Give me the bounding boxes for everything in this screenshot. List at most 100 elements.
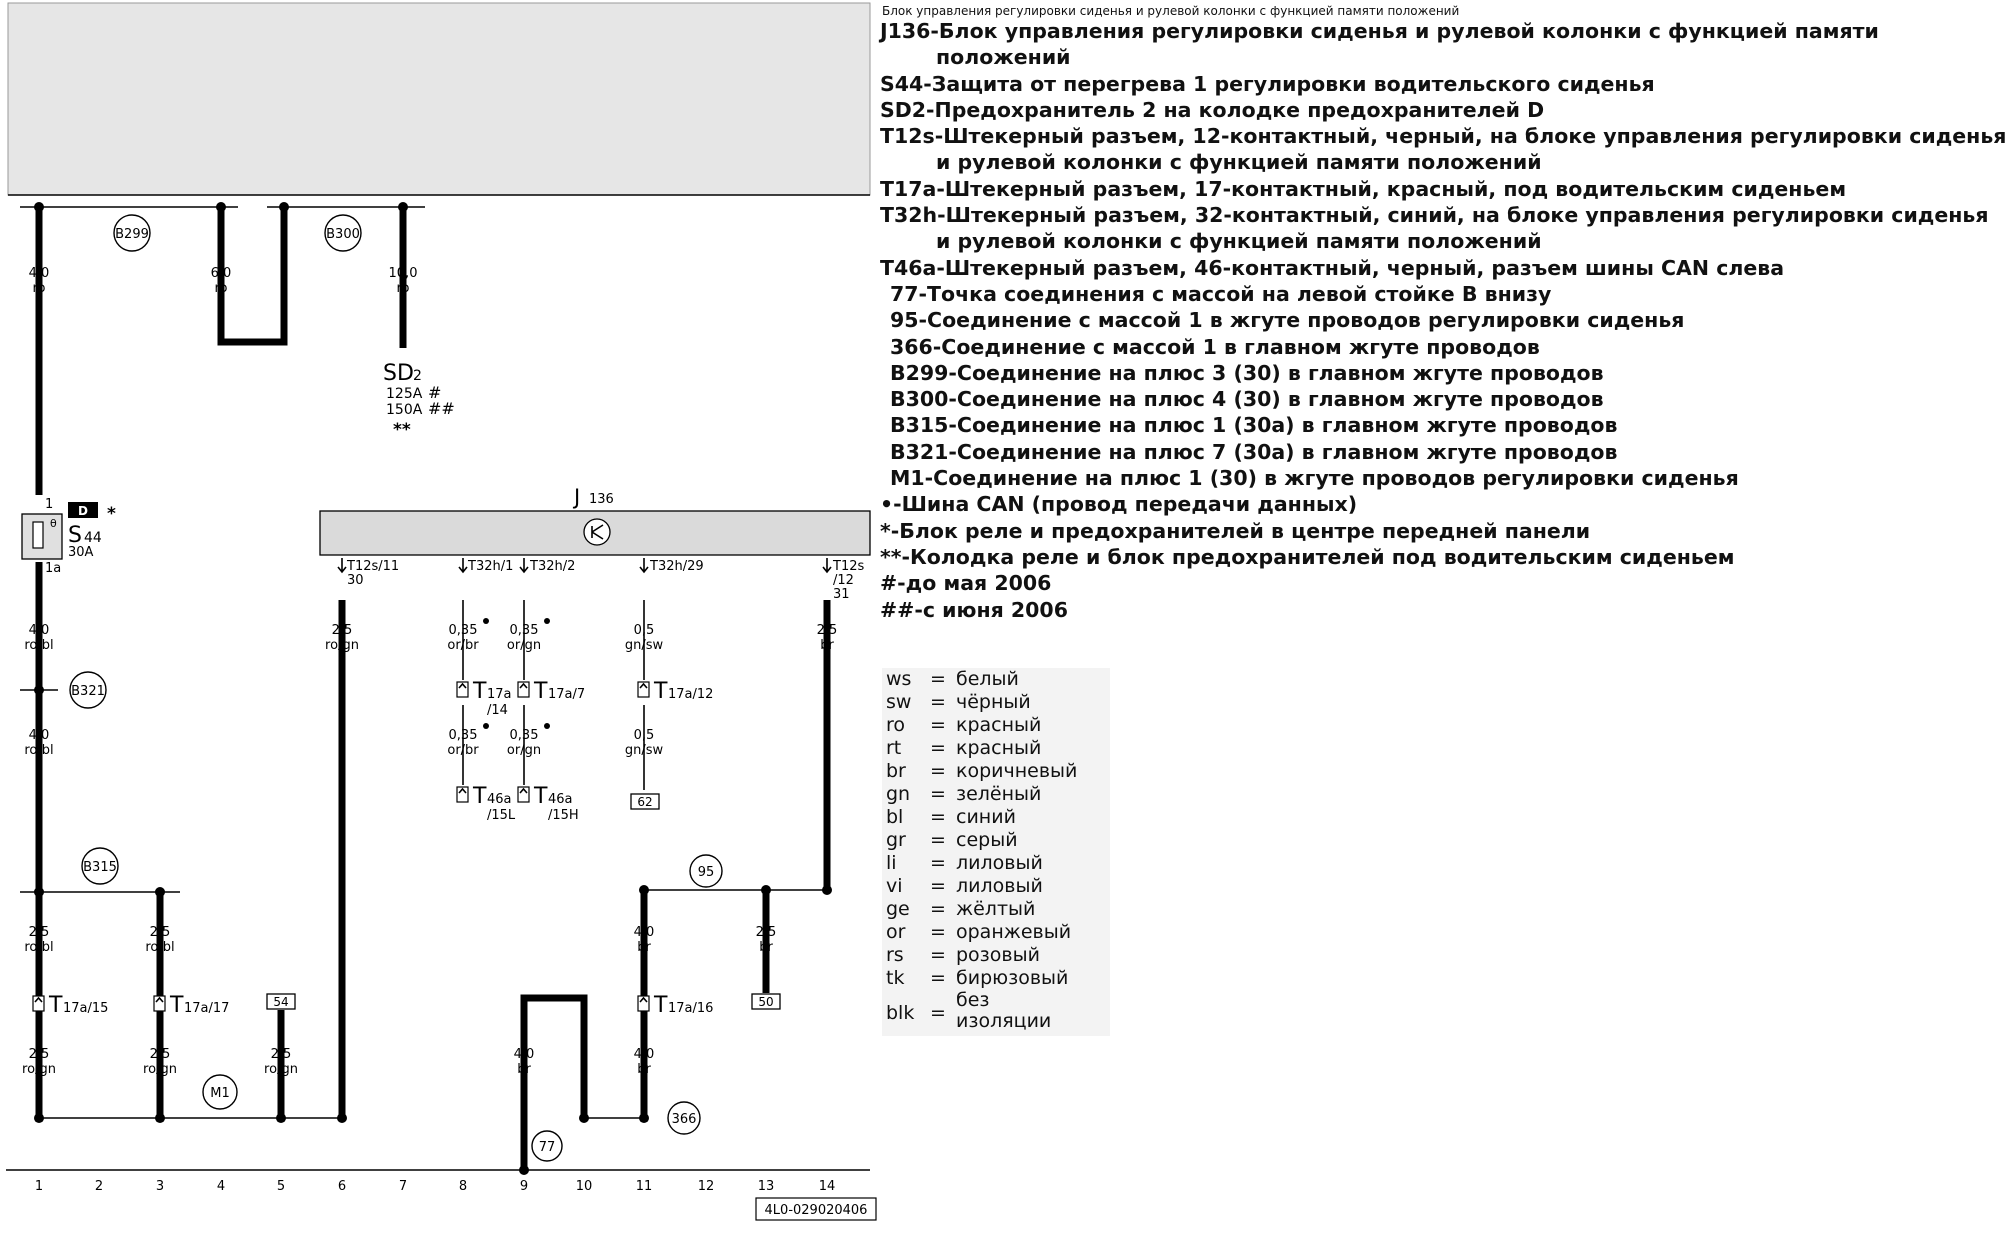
column-number: 2 — [95, 1179, 103, 1194]
wire-label-size: 4,0 — [514, 1047, 535, 1062]
legend-item-text: и рулевой колонки с функцией памяти поло… — [936, 150, 1542, 175]
color-name: зелёный — [956, 783, 1042, 805]
color-name: оранжевый — [956, 921, 1072, 943]
color-name: красный — [956, 714, 1042, 736]
color-name-line-2: изоляции — [956, 1010, 1052, 1032]
pin-t12s-12: T12s — [832, 559, 864, 574]
connector-t17a-14: T — [472, 679, 487, 704]
legend-item: SD2-Предохранитель 2 на колодке предохра… — [880, 97, 1920, 123]
pin-t12s-11-term: 30 — [347, 573, 364, 588]
junction-95-label: 95 — [698, 865, 715, 880]
connector-t17a-7: T — [533, 679, 548, 704]
wire-label-size: 2,5 — [756, 925, 777, 940]
ref-box-54 — [266, 993, 296, 1010]
wire-label-size: 4,0 — [29, 623, 50, 638]
connector-t46a-15l: T — [472, 784, 487, 809]
color-code: rs — [886, 944, 904, 966]
legend-item-text: B300-Соединение на плюс 4 (30) в главном… — [890, 387, 1604, 412]
wire-label-color: or/gn — [507, 743, 541, 758]
connector-t17a-16-sub: 17a/16 — [668, 1001, 713, 1016]
color-eq: = — [930, 944, 946, 966]
legend-item-text: B315-Соединение на плюс 1 (30a) в главно… — [890, 413, 1618, 438]
color-name: лиловый — [956, 852, 1043, 874]
wire-label-size: 0,5 — [634, 728, 655, 743]
color-code: ge — [886, 898, 910, 920]
legend-item: T17a-Штекерный разъем, 17-контактный, кр… — [880, 176, 1920, 202]
pin-t12s-12-num: /12 — [833, 573, 854, 588]
color-code: rt — [886, 737, 902, 759]
legend-item: B315-Соединение на плюс 1 (30a) в главно… — [880, 412, 1920, 438]
column-number: 12 — [698, 1179, 715, 1194]
wire-label-color: br — [517, 1062, 531, 1077]
junction-b300-label: B300 — [326, 227, 360, 242]
legend-item-text: S44-Защита от перегрева 1 регулировки во… — [880, 71, 1655, 96]
s44-theta: θ — [50, 517, 57, 530]
diagram-subtitle: Блок управления регулировки сиденья и ру… — [882, 4, 1460, 18]
j136-name: J — [572, 485, 580, 509]
legend-item-text: 77-Точка соединения с массой на левой ст… — [890, 281, 1552, 306]
wire-label-color: ro — [396, 281, 409, 296]
color-eq: = — [930, 691, 946, 713]
column-number: 7 — [399, 1179, 407, 1194]
color-name: коричневый — [956, 760, 1078, 782]
pin-t12s-12-term: 31 — [833, 587, 850, 602]
connector-t17a-16: T — [653, 993, 668, 1018]
pin-t32h-2: T32h/2 — [529, 559, 575, 574]
color-eq: = — [930, 829, 946, 851]
junction-b299 — [113, 214, 151, 252]
wire-label-color: ro/bl — [24, 940, 53, 955]
wire-label-size: 4,0 — [634, 1047, 655, 1062]
legend-item: J136-Блок управления регулировки сиденья… — [880, 18, 1920, 44]
legend-item: B300-Соединение на плюс 4 (30) в главном… — [880, 386, 1920, 412]
legend-item-text: ##-с июня 2006 — [880, 597, 1068, 622]
ref-box-62 — [630, 793, 660, 810]
connector-t17a-14-pin: /14 — [487, 703, 508, 718]
pin-t32h-29: T32h/29 — [649, 559, 704, 574]
color-eq: = — [930, 921, 946, 943]
color-eq: = — [930, 737, 946, 759]
wire-label-size: 10,0 — [389, 266, 418, 281]
junction-b299-label: B299 — [115, 227, 149, 242]
fuse-sd2-rating-2: 150A — [386, 402, 423, 418]
drawing-code-box — [755, 1197, 877, 1221]
legend-item-text: T12s-Штекерный разъем, 12-контактный, че… — [880, 124, 2006, 149]
wire-label-size: 4,0 — [634, 925, 655, 940]
color-code: blk — [886, 1002, 915, 1024]
wire-label-color: gn/sw — [625, 638, 664, 653]
s44-box-d-label: D — [78, 504, 88, 518]
legend-item: 366-Соединение с массой 1 в главном жгут… — [880, 334, 1920, 360]
column-number: 13 — [758, 1179, 775, 1194]
ref-54-label: 54 — [273, 995, 288, 1009]
fuse-sd2-note: ** — [393, 420, 411, 440]
legend-item: T32h-Штекерный разъем, 32-контактный, си… — [880, 202, 1989, 228]
wire-label-color: ro/bl — [24, 638, 53, 653]
wire-label-color: br — [637, 940, 651, 955]
legend-item-text: B299-Соединение на плюс 3 (30) в главном… — [890, 360, 1604, 385]
legend-item-text: T32h-Штекерный разъем, 32-контактный, си… — [880, 203, 1989, 228]
ref-50-label: 50 — [758, 995, 773, 1009]
s44-box-d — [68, 502, 98, 518]
color-code: or — [886, 921, 906, 943]
junction-m1-label: M1 — [210, 1086, 230, 1101]
color-code: tk — [886, 967, 905, 989]
color-name: синий — [956, 806, 1016, 828]
wire-label-size: 2,5 — [332, 623, 353, 638]
wire-label-color: ro/gn — [325, 638, 359, 653]
wire-label-color: ro — [32, 281, 45, 296]
legend-item: M1-Соединение на плюс 1 (30) в жгуте про… — [880, 465, 1920, 491]
legend-item-text: #-до мая 2006 — [880, 571, 1052, 596]
legend-item: **-Колодка реле и блок предохранителей п… — [880, 544, 1920, 570]
color-code: ws — [886, 668, 912, 690]
connector-t17a-15: T — [48, 993, 63, 1018]
legend-item-text: положений — [936, 45, 1071, 70]
connector-t46a-15h: T — [533, 784, 548, 809]
fuse-sd2-name: SD — [383, 361, 414, 386]
legend-item-text: 366-Соединение с массой 1 в главном жгут… — [890, 334, 1540, 359]
color-code: gr — [886, 829, 906, 851]
connector-t46a-15l-sub: 46a — [487, 792, 512, 807]
color-eq: = — [930, 875, 946, 897]
color-code: sw — [886, 691, 912, 713]
legend-item-text: J136-Блок управления регулировки сиденья… — [880, 19, 1879, 43]
j136-sub: 136 — [589, 492, 614, 507]
wire-label-color: ro/gn — [143, 1062, 177, 1077]
